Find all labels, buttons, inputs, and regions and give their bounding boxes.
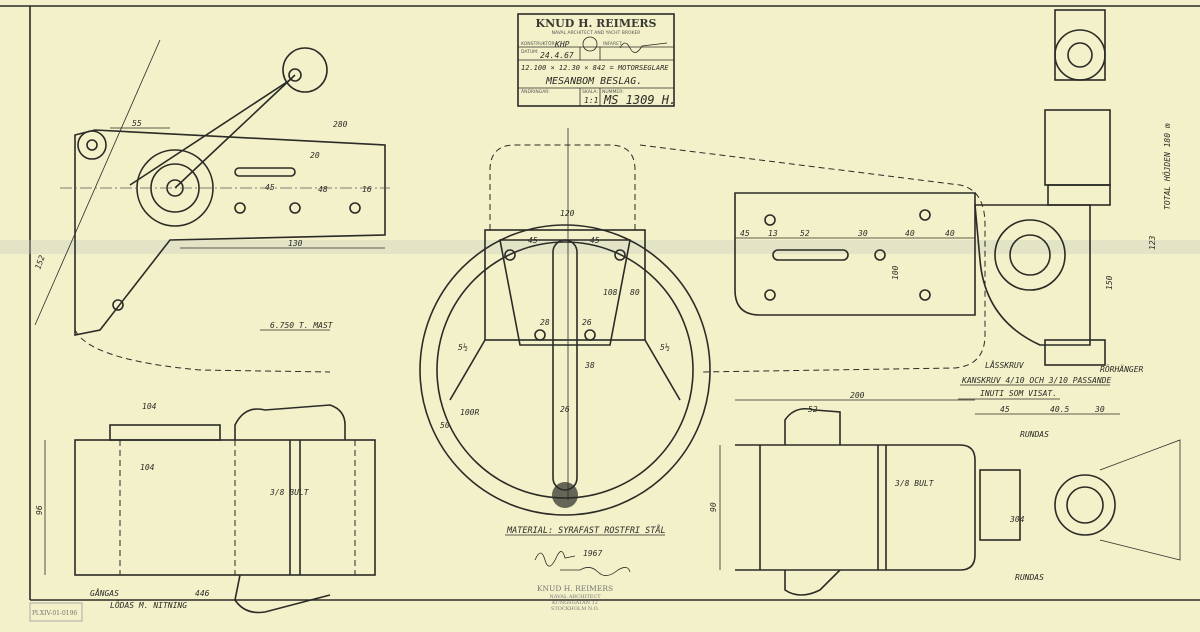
dim-40a: 40 [905, 229, 915, 238]
dim-120: 120 [560, 209, 575, 218]
approver-signature [619, 42, 668, 53]
scale: 1:1 [584, 96, 598, 105]
dim-5half-a: 5½ [458, 342, 468, 352]
dim-446: 446 [195, 589, 210, 598]
dim-150: 150 [1105, 275, 1114, 290]
number-label: NUMMER: [602, 89, 624, 95]
dim-55: 55 [132, 119, 142, 128]
dim-123: 123 [1148, 235, 1157, 250]
date: 24.4.67 [540, 51, 574, 60]
scale-label: SKALA: [582, 89, 598, 95]
rounded-note: RUNDAS [1020, 430, 1049, 439]
dim-45d: 45 [740, 229, 750, 238]
archive-stamp: Pl.XIV-01-0196 [32, 610, 77, 617]
dim-52: 52 [800, 229, 810, 238]
bolts-note-2: INUTI SOM VISAT. [980, 389, 1057, 398]
dim-30b: 30 [1094, 405, 1105, 414]
dim-108: 108 [603, 288, 618, 297]
title-block: KNUD H. REIMERS NAVAL ARCHITECT AND YACH… [517, 13, 676, 107]
stamp-line-2: NAVAL ARCHITECT [549, 594, 601, 600]
stamp-line-3: KUNGSGATAN 12 [552, 600, 598, 606]
dim-26b: 26 [560, 405, 570, 414]
dim-90: 90 [709, 502, 718, 512]
lock-screw-note: LÅSSKRUV [985, 359, 1025, 370]
dim-52b: 52 [808, 405, 818, 414]
dim-200: 200 [850, 391, 865, 400]
stamp-line-1: KNUD H. REIMERS [537, 584, 613, 593]
dim-5half-b: 5½ [660, 342, 670, 352]
revisions-label: ÄNDRINGAR: [521, 88, 550, 95]
dim-280: 280 [333, 120, 348, 129]
dim-45a: 45 [265, 183, 275, 192]
dim-130: 130 [288, 239, 303, 248]
dim-40-5: 40.5 [1050, 405, 1069, 414]
view-right-plate: 45 13 52 30 40 40 100 150 123 TOTAL HÖJD… [734, 9, 1172, 415]
view-round-plate: 120 45 45 108 80 28 26 38 26 100R 50 5½ … [419, 128, 986, 516]
bolt-note: 3/8 BULT [269, 488, 310, 497]
view-bottom-left: 104 104 96 3/8 BULT GÅNGAS LÖDAS M. NITN… [29, 402, 376, 622]
view-side-fitting: 55 280 130 152 45 48 16 20 6.750 T. MAST [33, 39, 390, 373]
dim-50: 50 [440, 421, 450, 430]
dim-38: 38 [584, 361, 595, 370]
dim-45e: 45 [1000, 405, 1010, 414]
dim-100: 100 [891, 265, 900, 280]
drawing-number: MS 1309 H. [603, 93, 676, 107]
total-height-note: TOTAL HÖJDEN 180 m [1162, 123, 1172, 210]
approved-label: INFARET: [603, 41, 623, 47]
material-note: MATERIAL: SYRAFAST ROSTFRI STÅL [506, 524, 666, 536]
dim-30: 30 [857, 229, 868, 238]
dim-48: 48 [318, 185, 328, 194]
vessel-spec: 12.100 × 12.30 × 842 = MOTORSEGLARE [521, 64, 669, 72]
dim-26: 26 [582, 318, 592, 327]
signature-year: 1967 [583, 549, 602, 558]
designer-label: KONSTRUKTÖR: [521, 40, 556, 47]
signature [534, 551, 631, 576]
dim-40b: 40 [945, 229, 955, 238]
dim-28: 28 [540, 318, 550, 327]
hinge-note: GÅNGAS [90, 587, 119, 598]
designer: KHP [554, 40, 570, 49]
dim-96: 96 [35, 505, 44, 515]
dim-304: 304 [1009, 515, 1025, 524]
bolt-note-2: 3/8 BULT [894, 479, 935, 488]
view-bottom-right: 200 52 90 3/8 BULT 304 RUNDAS RUNDAS [709, 391, 1181, 596]
company-name: KNUD H. REIMERS [536, 17, 657, 30]
dim-104: 104 [142, 402, 157, 411]
mast-note: 6.750 T. MAST [270, 321, 334, 330]
stamp-line-4: STOCKHOLM N.O. [551, 606, 599, 612]
dim-16: 16 [362, 185, 372, 194]
dim-100r: 100R [460, 408, 479, 417]
company-stamp: KNUD H. REIMERS NAVAL ARCHITECT KUNGSGAT… [537, 584, 613, 612]
dim-80: 80 [630, 288, 640, 297]
company-subtitle: NAVAL ARCHITECT AND YACHT BROKER [552, 30, 641, 36]
dim-13: 13 [768, 229, 778, 238]
dim-104b: 104 [140, 463, 155, 472]
archive-stamp-box [29, 602, 83, 622]
gooseneck-note: RÖRHÄNGER [1100, 364, 1144, 374]
dim-20: 20 [310, 151, 320, 160]
dim-152: 152 [33, 254, 46, 271]
hole-note: LÖDAS M. NITNING [110, 600, 187, 610]
rounded-note-2: RUNDAS [1015, 573, 1044, 582]
part-name: MESANBOM BESLAG. [545, 76, 642, 87]
date-label: DATUM: [521, 49, 539, 55]
dim-45b: 45 [528, 236, 538, 245]
dim-45c: 45 [590, 236, 600, 245]
bolts-note: KANSKRUV 4/10 OCH 3/10 PASSANDE [961, 376, 1111, 385]
